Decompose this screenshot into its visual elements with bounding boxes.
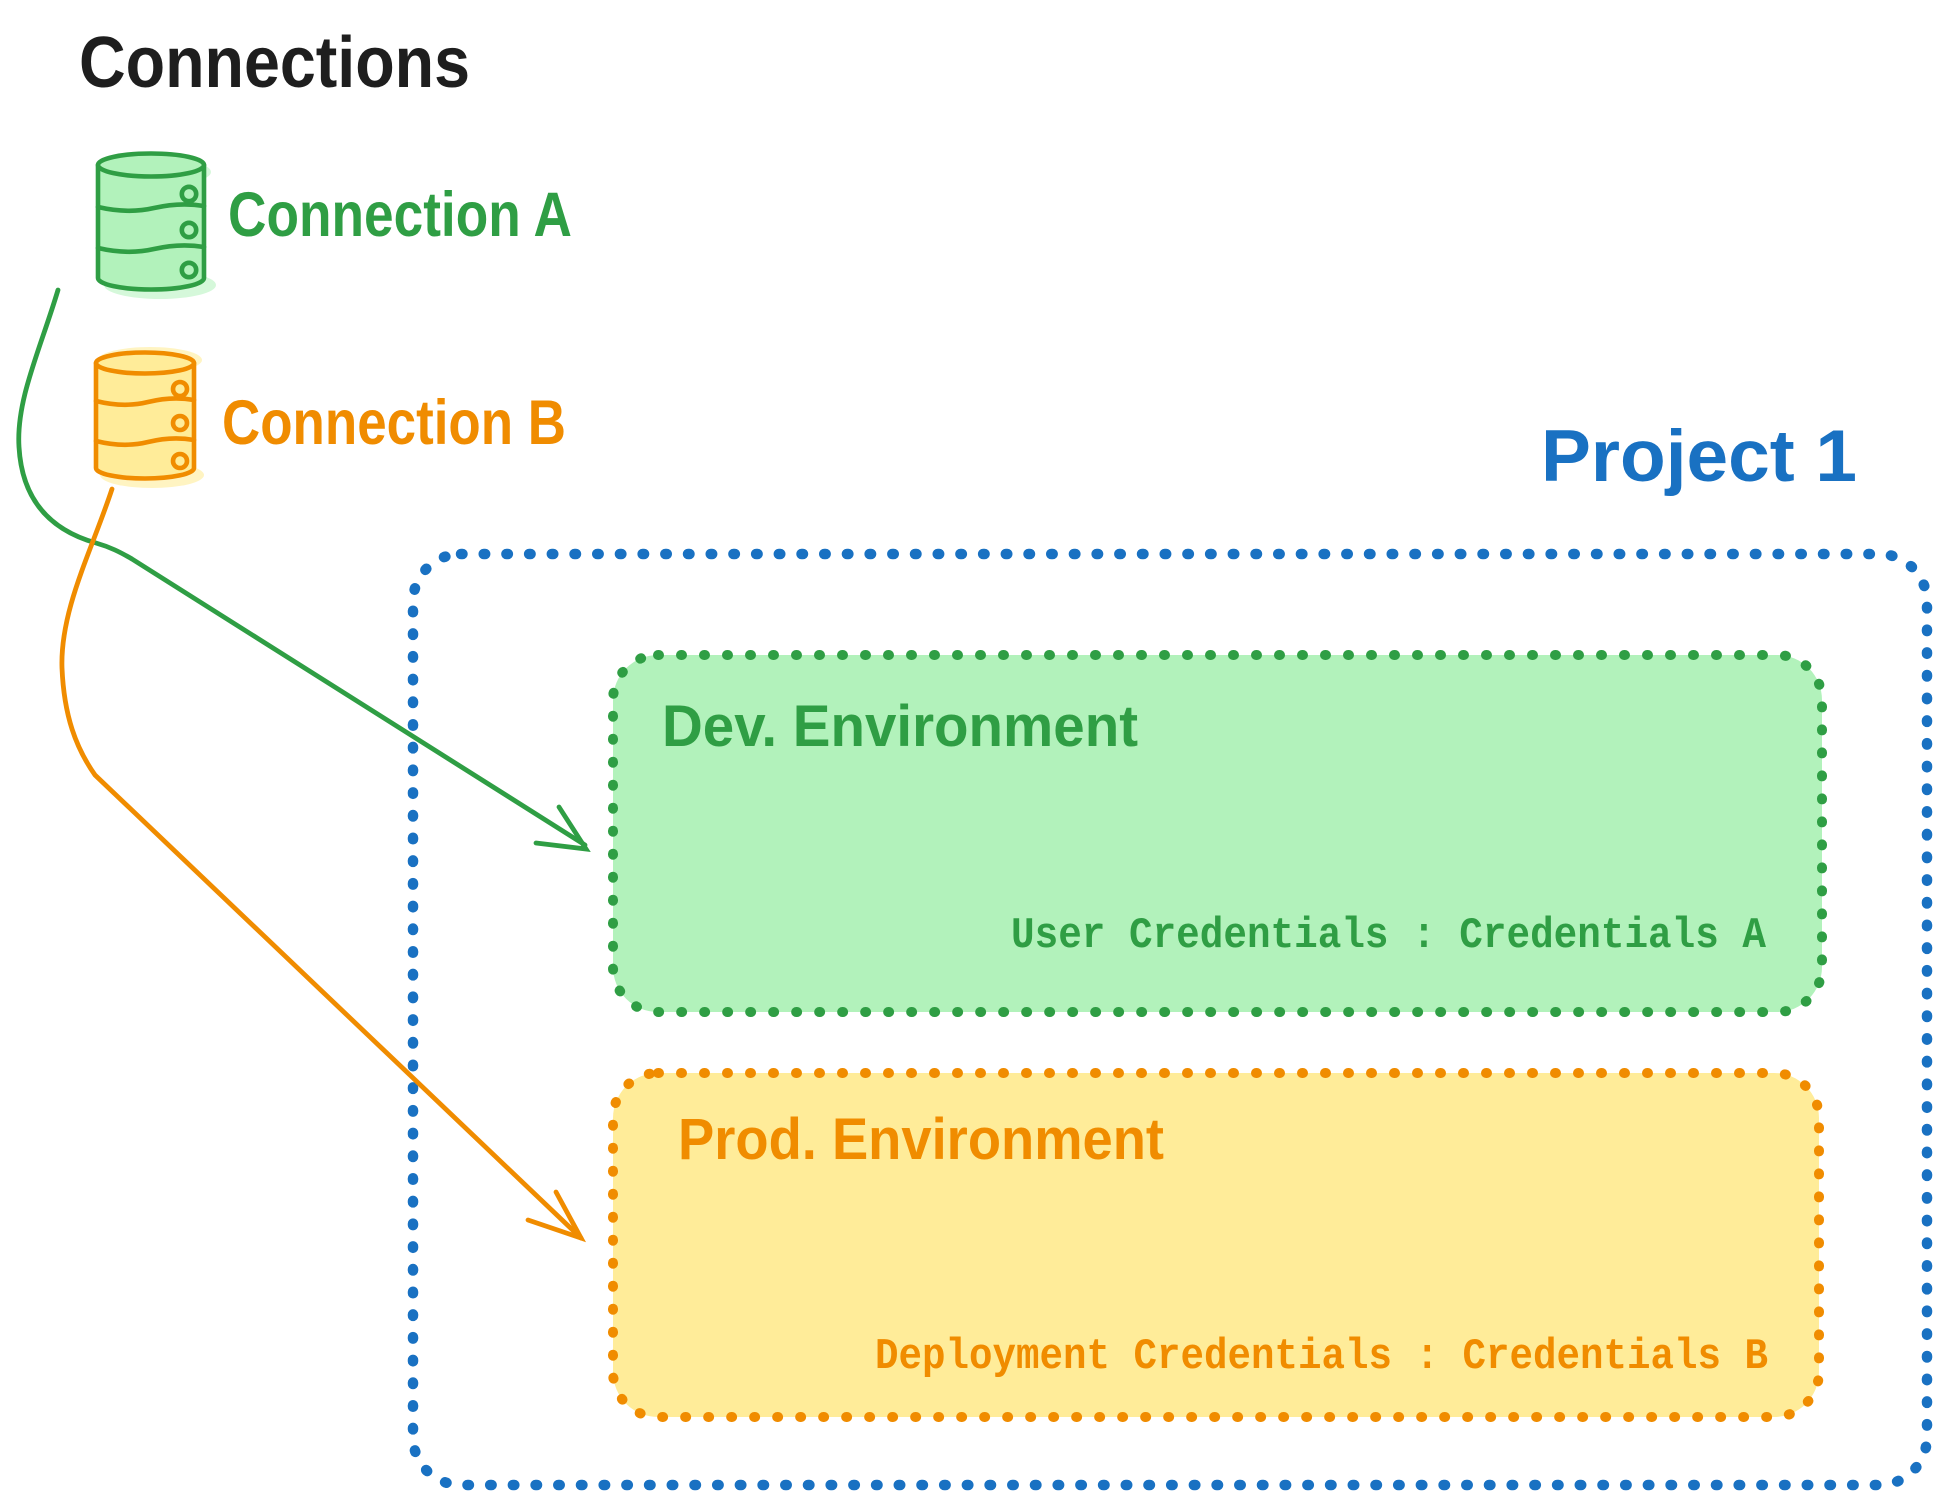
svg-text:Deployment Credentials : Crede: Deployment Credentials : Credentials B: [875, 1332, 1768, 1382]
svg-text:User Credentials : Credentials: User Credentials : Credentials A: [1011, 911, 1767, 961]
svg-text:Project 1: Project 1: [1541, 416, 1857, 497]
svg-text:Connections: Connections: [79, 23, 470, 103]
svg-text:Connection B: Connection B: [222, 388, 566, 458]
svg-text:Dev. Environment: Dev. Environment: [662, 694, 1138, 759]
svg-text:Prod. Environment: Prod. Environment: [678, 1107, 1164, 1172]
svg-text:Connection A: Connection A: [228, 180, 572, 250]
